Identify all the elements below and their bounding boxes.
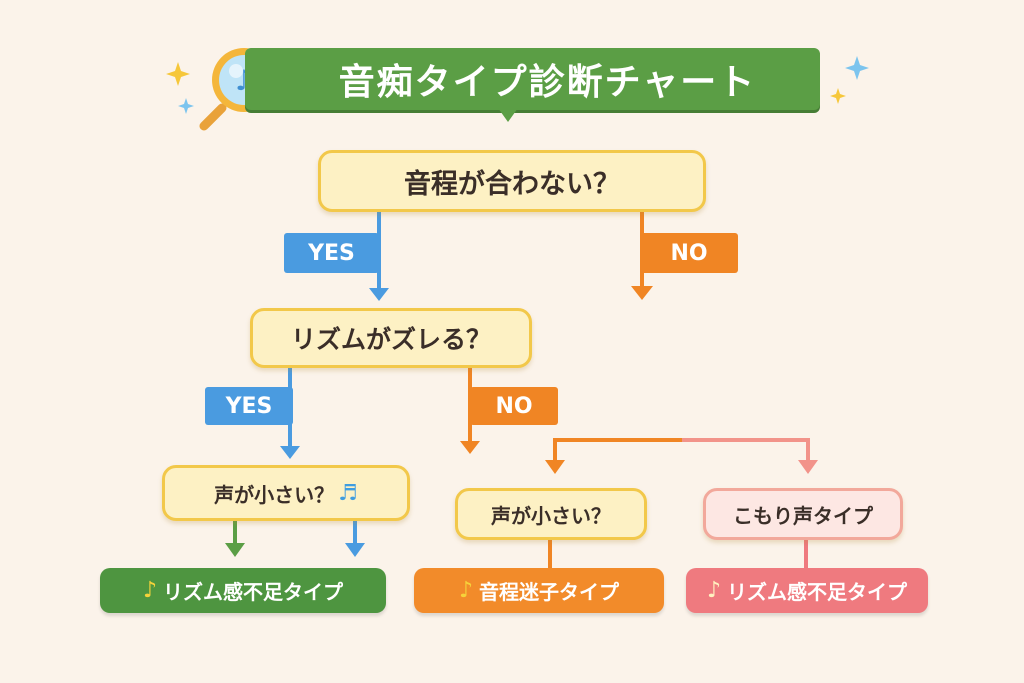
- result-label: 音程迷子タイプ: [479, 580, 620, 604]
- result-label: リズム感不足タイプ: [727, 580, 908, 604]
- arrowhead-q3-blue: [345, 543, 365, 557]
- arrowhead-q3-green: [225, 543, 245, 557]
- no-tag-q1: NO: [640, 233, 738, 273]
- sparkle-icon: [845, 56, 869, 80]
- result-rhythm-pink: ♪ リズム感不足タイプ: [686, 568, 928, 613]
- question-voice-small-right: 声が小さい？: [455, 488, 647, 540]
- branch-bracket-left: [553, 438, 682, 463]
- music-note-icon: ♪: [458, 578, 474, 603]
- music-note-icon: ♪: [706, 578, 722, 603]
- branch-bracket-right: [682, 438, 810, 463]
- arrowhead-q1-yes: [369, 288, 389, 301]
- sparkle-icon: [178, 98, 194, 114]
- sparkle-icon: [830, 88, 846, 104]
- music-note-icon: ♪: [142, 578, 158, 603]
- question-voice-small-left: 声が小さい？ ♬: [162, 465, 410, 521]
- title-pointer: [498, 108, 518, 122]
- result-pitch-lost: ♪ 音程迷子タイプ: [414, 568, 664, 613]
- arrowhead-branch-right: [798, 460, 818, 474]
- arrowhead-branch-left: [545, 460, 565, 474]
- yes-tag-q2: YES: [205, 387, 293, 425]
- yes-tag-q1: YES: [284, 233, 379, 273]
- no-tag-q2: NO: [470, 387, 558, 425]
- question-pitch: 音程が合わない？: [318, 150, 706, 212]
- question-label: 声が小さい？: [214, 482, 335, 507]
- page-title: 音痴タイプ診断チャート: [245, 48, 820, 110]
- arrowhead-q2-yes: [280, 446, 300, 459]
- result-rhythm-green: ♪ リズム感不足タイプ: [100, 568, 386, 613]
- music-note-icon: ♬: [338, 480, 358, 506]
- question-rhythm: リズムがズレる？: [250, 308, 532, 368]
- arrowhead-q1-no: [631, 286, 653, 300]
- arrowhead-q2-no: [460, 441, 480, 454]
- muffled-voice-type-box: こもり声タイプ: [703, 488, 903, 540]
- result-label: リズム感不足タイプ: [163, 580, 344, 604]
- sparkle-icon: [166, 62, 190, 86]
